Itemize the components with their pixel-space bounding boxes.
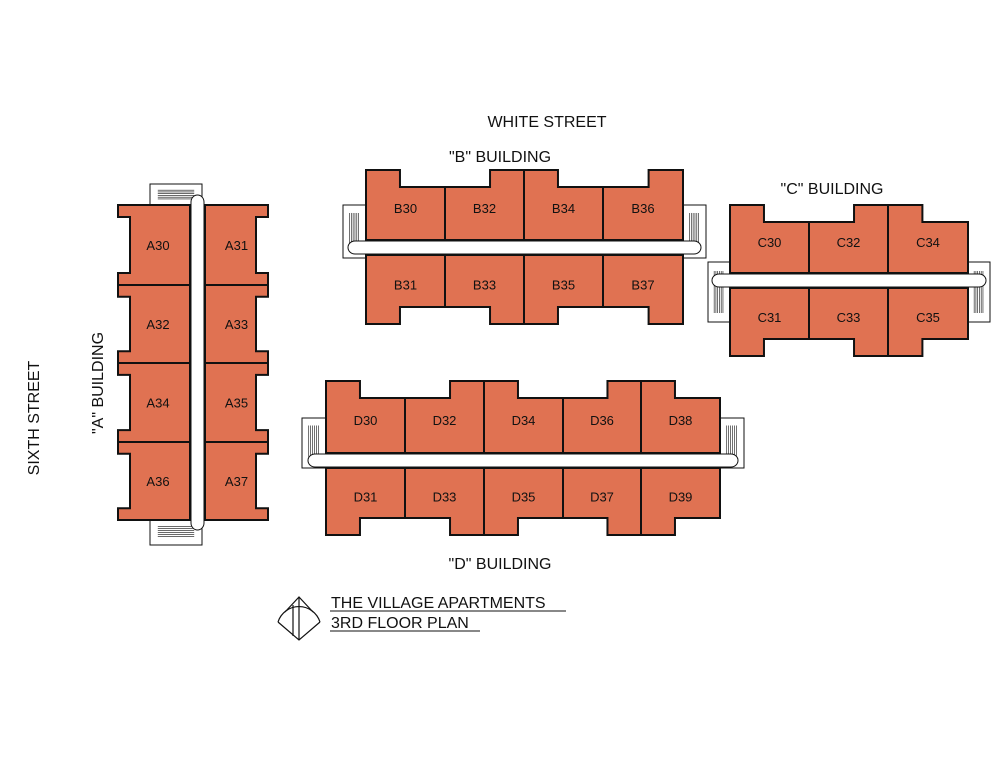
unit-C34 (887, 204, 969, 274)
unit-B37 (602, 254, 684, 325)
unit-label: D35 (512, 490, 536, 505)
unit-C35 (887, 287, 969, 357)
unit-label: D37 (590, 490, 614, 505)
sixth-street-label: SIXTH STREET (26, 360, 43, 475)
title-line-2: 3RD FLOOR PLAN (331, 615, 469, 632)
unit-label: B31 (394, 278, 417, 293)
unit-D39 (640, 467, 721, 536)
stair-icon (707, 261, 731, 323)
unit-label: D30 (354, 413, 378, 428)
stair-outline (707, 261, 731, 323)
building-b-label: "B" BUILDING (449, 149, 551, 166)
unit-label: C32 (837, 235, 861, 250)
unit-label: A32 (146, 317, 169, 332)
unit-label: A33 (225, 317, 248, 332)
unit-label: D34 (512, 413, 536, 428)
unit-label: C30 (758, 235, 782, 250)
stair-icon (149, 183, 203, 207)
unit-label: D39 (669, 490, 693, 505)
corridor (711, 273, 987, 288)
white-street-label: WHITE STREET (487, 114, 606, 131)
unit-B36 (602, 169, 684, 241)
unit-label: C34 (916, 235, 940, 250)
unit-D38 (640, 380, 721, 454)
unit-label: D33 (433, 490, 457, 505)
stair-outline (967, 261, 991, 323)
building-c-label: "C" BUILDING (781, 181, 884, 198)
unit-label: A30 (146, 238, 169, 253)
unit-label: B36 (631, 201, 654, 216)
unit-label: A31 (225, 238, 248, 253)
north-arrow-icon (277, 596, 321, 641)
unit-label: C33 (837, 310, 861, 325)
unit-label: A36 (146, 474, 169, 489)
unit-label: C35 (916, 310, 940, 325)
unit-A36 (117, 441, 191, 521)
unit-label: D38 (669, 413, 693, 428)
building-a-label: "A" BUILDING (90, 332, 107, 434)
unit-label: B33 (473, 278, 496, 293)
unit-label: D32 (433, 413, 457, 428)
stair-icon (967, 261, 991, 323)
building-d-label: "D" BUILDING (449, 556, 552, 573)
corridor (307, 453, 739, 468)
unit-label: A35 (225, 396, 248, 411)
unit-label: A34 (146, 396, 169, 411)
corridor (190, 194, 205, 531)
title-line-1: THE VILLAGE APARTMENTS (331, 595, 546, 612)
unit-label: D36 (590, 413, 614, 428)
corridor (347, 240, 702, 255)
unit-label: C31 (758, 310, 782, 325)
unit-label: B32 (473, 201, 496, 216)
unit-A37 (204, 441, 269, 521)
unit-label: A37 (225, 474, 248, 489)
unit-label: B30 (394, 201, 417, 216)
unit-label: B34 (552, 201, 575, 216)
unit-label: B37 (631, 278, 654, 293)
unit-label: B35 (552, 278, 575, 293)
unit-label: D31 (354, 490, 378, 505)
